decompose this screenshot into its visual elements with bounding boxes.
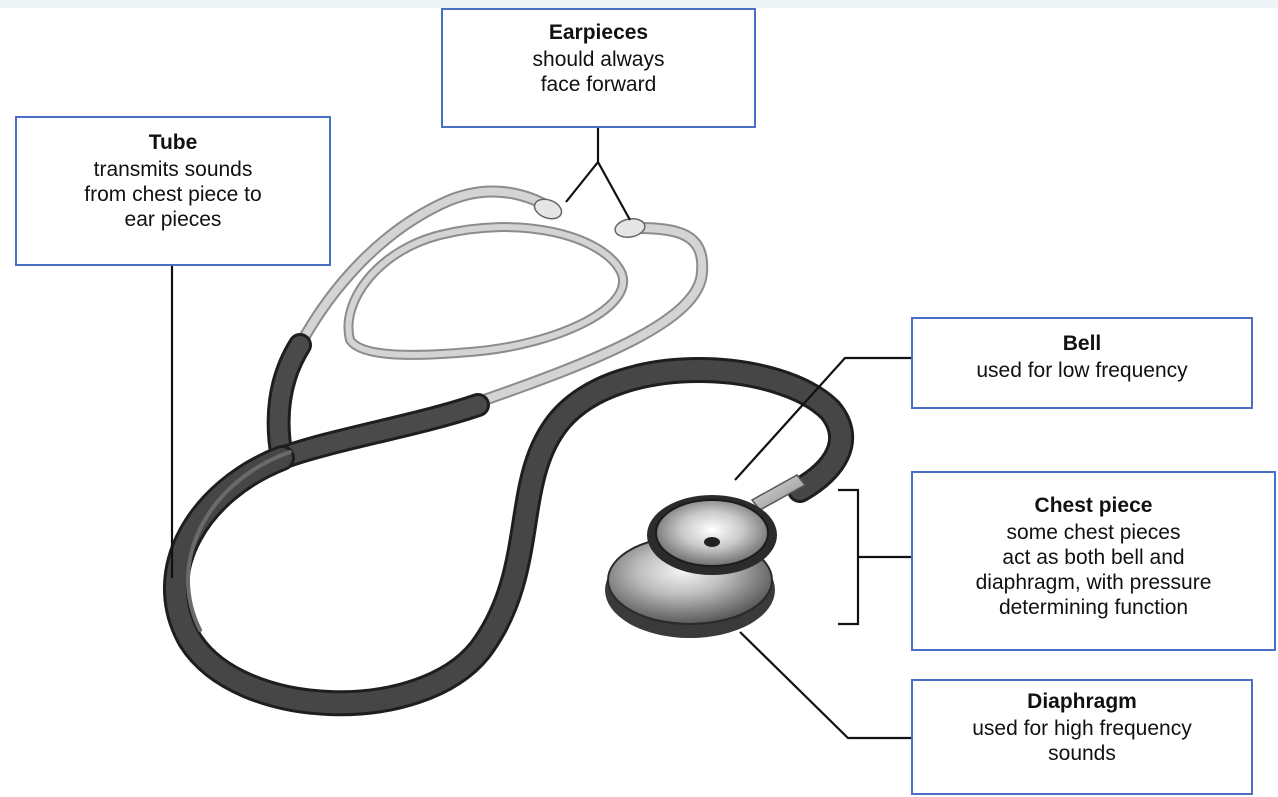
bell-description: used for low frequency	[976, 359, 1188, 382]
binaural-tubes	[294, 185, 709, 411]
chest-piece-description: some chest pieces act as both bell and d…	[975, 521, 1212, 619]
bell-label-box: Bell used for low frequency	[911, 317, 1253, 409]
inner-binaural-loop	[343, 222, 628, 360]
chest-piece	[605, 474, 807, 638]
bell-title: Bell	[1062, 332, 1102, 355]
diaphragm-leader	[739, 631, 912, 740]
earpieces-title: Earpieces	[548, 21, 649, 44]
earpieces-description: should always face forward	[532, 48, 665, 96]
bell-leader	[734, 356, 912, 481]
diaphragm-description: used for high frequency sounds	[972, 717, 1192, 765]
earpieces-leader	[565, 128, 631, 221]
bell-face	[655, 499, 769, 567]
leader-lines	[170, 128, 912, 740]
chest-piece-title: Chest piece	[1034, 494, 1153, 517]
tube-description: transmits sounds from chest piece to ear…	[84, 158, 262, 231]
dark-tubing	[162, 333, 855, 717]
tube-label-box: Tube transmits sounds from chest piece t…	[15, 116, 331, 266]
bell-center-hole	[704, 537, 720, 547]
diaphragm-label-box: Diaphragm used for high frequency sounds	[911, 679, 1253, 795]
chest-piece-stem	[750, 474, 807, 511]
top-strip	[0, 0, 1278, 8]
chest-piece-label-box: Chest piece some chest pieces act as bot…	[911, 471, 1276, 651]
ear-tips	[533, 198, 646, 238]
left-ear-tip	[533, 198, 563, 220]
tube-title: Tube	[148, 131, 198, 154]
earpieces-label-box: Earpieces should always face forward	[441, 8, 756, 128]
chest-piece-bracket	[838, 488, 912, 626]
diaphragm-title: Diaphragm	[1027, 690, 1137, 713]
